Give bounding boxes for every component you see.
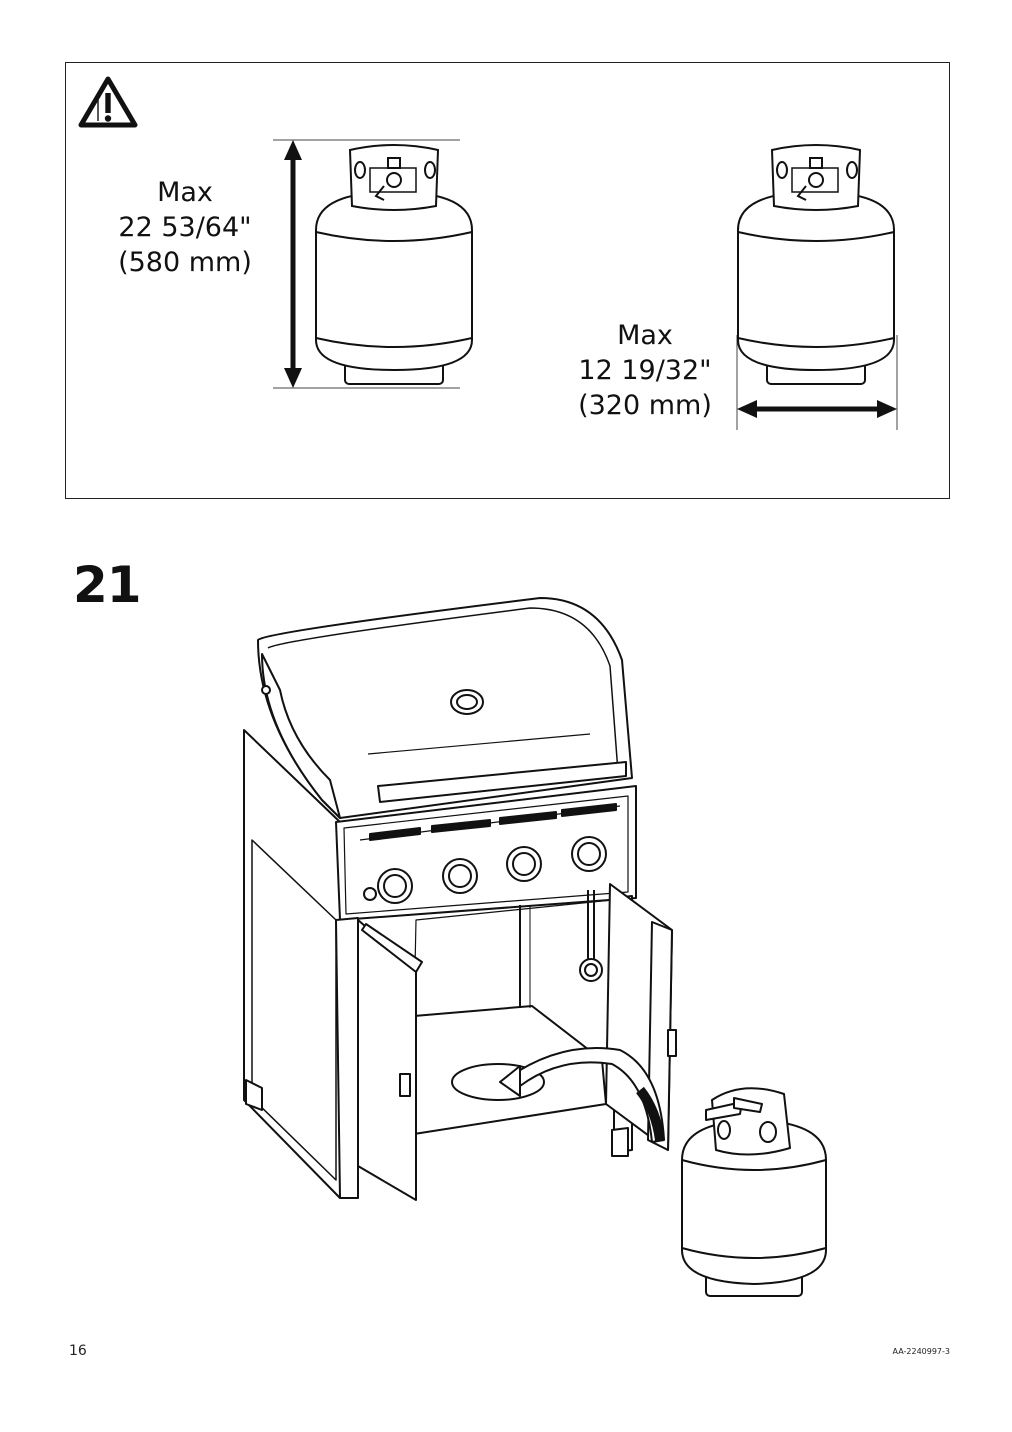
burner-knob-icon	[506, 846, 542, 882]
height-limit-label: Max 22 53/64" (580 mm)	[105, 175, 265, 280]
burner-knob-icon	[442, 858, 478, 894]
grill-illustration	[243, 597, 827, 1297]
gas-tank-height-illustration	[273, 139, 473, 389]
page-number: 16	[69, 1343, 87, 1359]
width-limit-label: Max 12 19/32" (320 mm)	[560, 318, 730, 423]
insert-arrow-icon	[504, 1047, 665, 1143]
height-limit-inches: 22 53/64"	[118, 212, 252, 243]
gas-tank-icon	[315, 144, 473, 385]
thermometer-icon	[450, 689, 484, 715]
warning-panel	[65, 62, 950, 499]
lid-handle	[377, 761, 627, 803]
step-number: 21	[73, 556, 142, 614]
width-limit-mm: (320 mm)	[578, 390, 712, 421]
gas-tank-width-illustration	[736, 144, 898, 430]
width-limit-inches: 12 19/32"	[578, 355, 712, 386]
height-arrow-icon	[284, 140, 302, 388]
height-limit-mm: (580 mm)	[118, 247, 252, 278]
document-code: AA-2240997-3	[892, 1347, 950, 1356]
gas-tank-icon	[681, 1087, 827, 1297]
burner-knob-icon	[571, 836, 607, 872]
width-limit-max: Max	[617, 320, 673, 351]
warning-triangle-icon	[78, 76, 138, 128]
width-arrow-icon	[737, 400, 897, 418]
burner-knob-icon	[377, 868, 413, 904]
height-limit-max: Max	[157, 177, 213, 208]
igniter-button-icon	[363, 887, 377, 901]
gas-tank-icon	[737, 144, 895, 385]
